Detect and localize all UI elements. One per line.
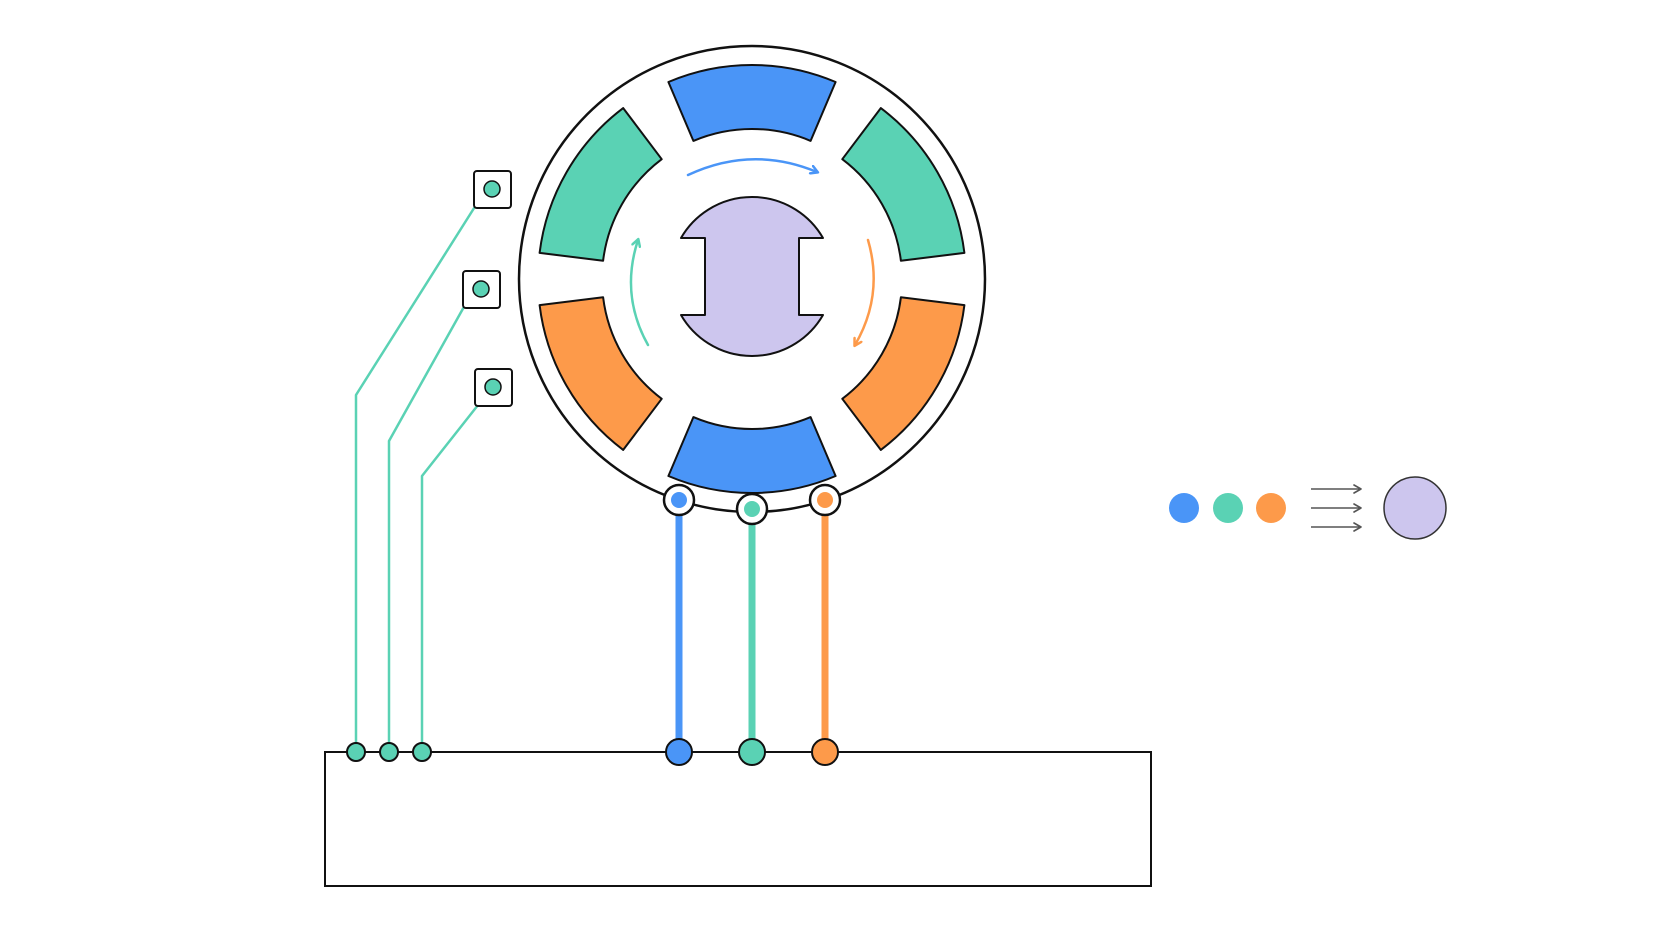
board-node-sensor-2 [379, 742, 399, 762]
hall-sensors [462, 170, 513, 407]
stator-pole-upper-left [538, 107, 663, 262]
rotation-arrow-right [855, 238, 875, 345]
rotation-arrow-left [629, 240, 650, 347]
sensor-wires [354, 204, 483, 752]
sensor-wire-1 [354, 204, 478, 752]
motor-terminal-c [808, 483, 842, 517]
stator-pole-lower-right [841, 296, 966, 451]
rotation-arrow-top [686, 158, 817, 177]
board-node-phase-b [738, 738, 766, 766]
hall-sensor-2 [462, 270, 501, 309]
rotor [680, 196, 824, 357]
hall-sensor-3-dot [484, 378, 502, 396]
stator-pole-top [667, 64, 837, 142]
motor-terminal-a [662, 483, 696, 517]
stator-pole-upper-right [841, 107, 966, 262]
stator-poles [538, 64, 966, 494]
hall-sensor-2-dot [472, 280, 490, 298]
legend-arrows-icon [1311, 484, 1362, 532]
board-connection-nodes [346, 738, 839, 766]
rotation-arrows [629, 158, 875, 347]
sensor-wire-2 [387, 304, 467, 752]
legend-dot-phase-b [1213, 493, 1243, 523]
board-node-sensor-3 [412, 742, 432, 762]
legend-dot-phase-a [1169, 493, 1199, 523]
motor-terminals [662, 483, 842, 526]
legend-dot-phase-c [1256, 493, 1286, 523]
controller-board [324, 751, 1152, 887]
phase-lead-wires [675, 515, 829, 740]
board-node-phase-a [665, 738, 693, 766]
phase-legend [1169, 476, 1447, 540]
sensor-wire-3 [420, 399, 483, 752]
stator-pole-lower-left [538, 296, 663, 451]
stator-pole-bottom [667, 416, 837, 494]
board-node-phase-c [811, 738, 839, 766]
motor-terminal-b [735, 492, 769, 526]
board-node-sensor-1 [346, 742, 366, 762]
legend-rotor-icon [1383, 476, 1447, 540]
hall-sensor-3 [474, 368, 513, 407]
hall-sensor-1-dot [483, 180, 501, 198]
hall-sensor-1 [473, 170, 512, 209]
